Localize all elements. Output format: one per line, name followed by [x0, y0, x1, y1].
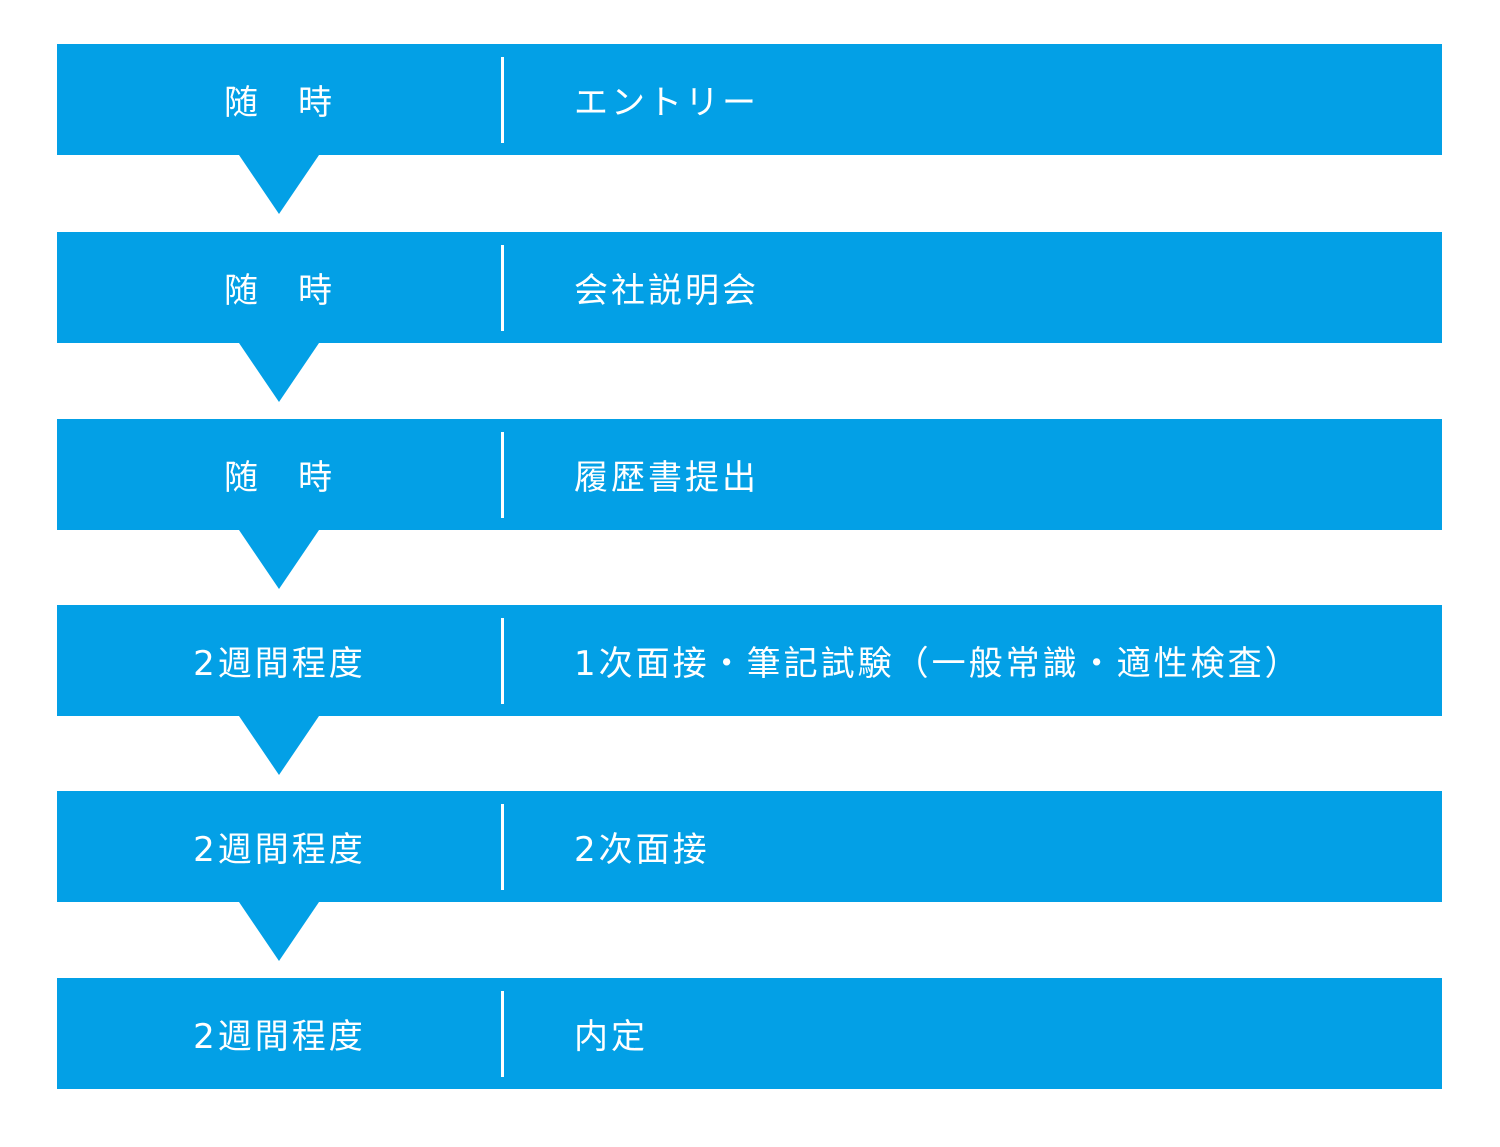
flow-arrow-down [239, 902, 319, 961]
step-divider [501, 245, 504, 331]
flow-arrow-down [239, 155, 319, 214]
step-stage: 2次面接 [574, 830, 710, 870]
flow-step-offer: 2週間程度 内定 [57, 978, 1442, 1089]
flow-step-first-interview: 2週間程度 1次面接・筆記試験（一般常識・適性検査） [57, 605, 1442, 716]
step-timing: 随 時 [224, 83, 335, 123]
step-divider [501, 804, 504, 890]
flow-arrow-down [239, 343, 319, 402]
step-timing: 2週間程度 [193, 644, 366, 684]
flow-step-resume: 随 時 履歴書提出 [57, 419, 1442, 530]
flow-step-briefing: 随 時 会社説明会 [57, 232, 1442, 343]
step-stage: 内定 [574, 1017, 648, 1057]
step-divider [501, 618, 504, 704]
flow-arrow-down [239, 530, 319, 589]
step-divider [501, 432, 504, 518]
step-timing: 随 時 [224, 271, 335, 311]
step-stage: 履歴書提出 [574, 458, 759, 498]
step-stage: エントリー [574, 83, 759, 123]
flow-arrow-down [239, 716, 319, 775]
step-stage: 会社説明会 [574, 271, 759, 311]
step-stage: 1次面接・筆記試験（一般常識・適性検査） [574, 644, 1302, 684]
step-divider [501, 991, 504, 1077]
step-timing: 2週間程度 [193, 1017, 366, 1057]
step-timing: 2週間程度 [193, 830, 366, 870]
flow-step-second-interview: 2週間程度 2次面接 [57, 791, 1442, 902]
step-divider [501, 57, 504, 143]
flow-step-entry: 随 時 エントリー [57, 44, 1442, 155]
step-timing: 随 時 [224, 458, 335, 498]
